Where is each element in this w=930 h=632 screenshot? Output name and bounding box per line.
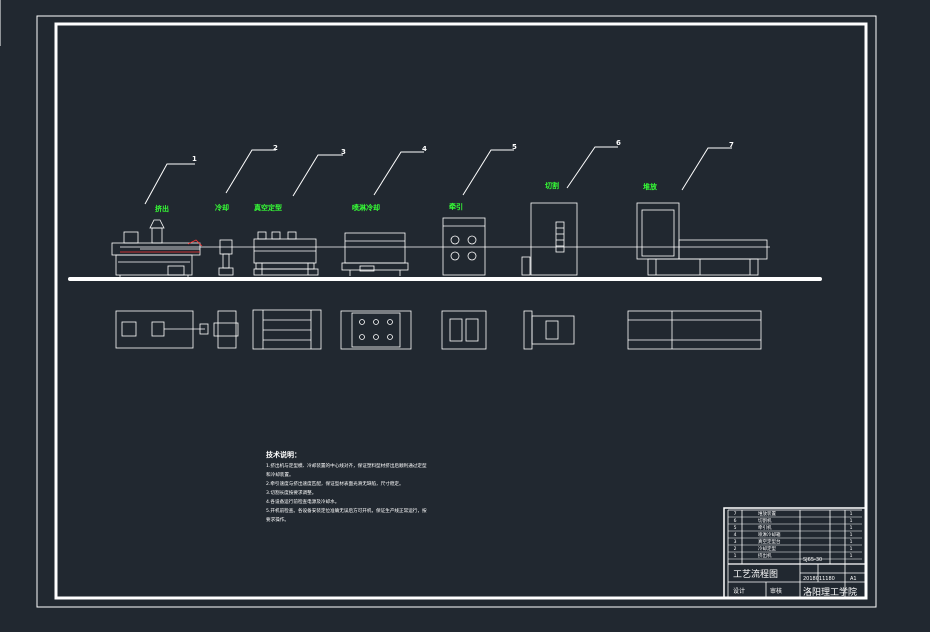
model-code: SJ65-30	[803, 557, 822, 563]
callout-label: 喷淋冷却	[352, 203, 380, 212]
parts-cell: 3	[734, 539, 737, 545]
parts-cell: 堆放装置	[758, 510, 776, 517]
notes-line: 3.切割长度按要求调整。	[266, 489, 316, 496]
extruder-plan	[115, 310, 209, 349]
drawing-frame	[0, 0, 877, 608]
spray-tank-plan	[340, 310, 412, 350]
callout-number: 2	[273, 144, 278, 152]
parts-cell: 1	[850, 532, 853, 538]
parts-cell: 牵引机	[758, 524, 772, 531]
parts-cell: 真空定型台	[758, 538, 781, 545]
stacker-plan	[627, 310, 762, 350]
parts-cell: 1	[734, 553, 737, 559]
parts-cell: 4	[734, 532, 737, 538]
notes-line: 2.牵引速度与挤出速度匹配，保证型材表面光滑无缺陷，尺寸稳定。	[266, 480, 404, 487]
callout-number: 7	[729, 141, 734, 149]
callout-label: 堆放	[643, 182, 658, 191]
parts-cell: 喷淋冷却箱	[758, 531, 781, 538]
drawing-title: 工艺流程图	[733, 568, 778, 580]
notes-title: 技术说明：	[266, 450, 301, 459]
parts-cell: 1	[850, 553, 853, 559]
notes-line: 要求操作。	[266, 516, 289, 523]
notes-line: 1.挤出机与定型模、冷却装置的中心线对齐，保证塑料型材挤出后顺利通过定型	[266, 462, 427, 469]
callout-label: 真空定型	[254, 203, 282, 212]
sheet-size: A1	[850, 576, 857, 582]
extruder-barrel-highlight	[120, 239, 203, 253]
callout-number: 5	[512, 143, 517, 151]
haul-off-plan	[441, 310, 487, 350]
parts-cell: 6	[734, 518, 737, 524]
technical-notes: 技术说明： 1.挤出机与定型模、冷却装置的中心线对齐，保证塑料型材挤出后顺利通过…	[266, 450, 427, 523]
parts-cell: 2	[734, 546, 737, 552]
school-name: 洛阳理工学院	[803, 586, 857, 598]
drawing-number: 2018011180	[803, 576, 835, 582]
extruder-elevation	[111, 219, 201, 278]
callout-number: 3	[341, 148, 346, 156]
cooling-unit-elevation	[218, 239, 234, 276]
haul-off-elevation	[442, 217, 486, 276]
notes-line: 5.开机前检查。各设备安装定位准确无误后方可开机，保证生产线正常运行，按	[266, 507, 427, 514]
callout-leaders	[144, 146, 732, 205]
designer-label: 设计	[733, 587, 745, 595]
parts-cell: 切割机	[758, 517, 772, 524]
cutter-elevation	[521, 202, 578, 276]
cooling-unit-plan	[213, 310, 239, 349]
stacker-elevation	[636, 202, 768, 276]
cutter-plan	[523, 310, 575, 350]
parts-cell: 7	[734, 511, 737, 517]
parts-cell: 1	[850, 525, 853, 531]
vacuum-table-elevation	[253, 231, 319, 276]
notes-line: 和冷却装置。	[266, 471, 294, 478]
spray-tank-elevation	[341, 232, 409, 276]
callout-number: 4	[422, 145, 427, 153]
callout-label: 挤出	[155, 204, 169, 213]
checker-label: 审核	[770, 587, 782, 595]
parts-cell: 冷却定型	[758, 545, 776, 552]
title-block	[723, 507, 867, 599]
callout-label: 切割	[545, 181, 559, 190]
parts-cell: 挤出机	[758, 552, 772, 559]
callout-label: 冷却	[215, 203, 229, 212]
parts-cell: 1	[850, 518, 853, 524]
callout-number: 6	[616, 139, 621, 147]
parts-cell: 5	[734, 525, 737, 531]
vacuum-table-plan	[252, 309, 322, 350]
parts-cell: 1	[850, 546, 853, 552]
callout-labels: 挤出 冷却 真空定型 喷淋冷却 牵引 切割 堆放	[155, 181, 658, 213]
notes-line: 4.各设备运行前检查电源及冷却水。	[266, 498, 339, 505]
callout-label: 牵引	[449, 202, 463, 211]
parts-cell: 1	[850, 511, 853, 517]
callout-number: 1	[192, 155, 197, 163]
parts-cell: 1	[850, 539, 853, 545]
title-block-text: SJ65-30 工艺流程图 2018011180 A1 设计 审核 洛阳理工学院	[733, 557, 857, 598]
callout-numbers: 1 2 3 4 5 6 7	[192, 139, 734, 163]
